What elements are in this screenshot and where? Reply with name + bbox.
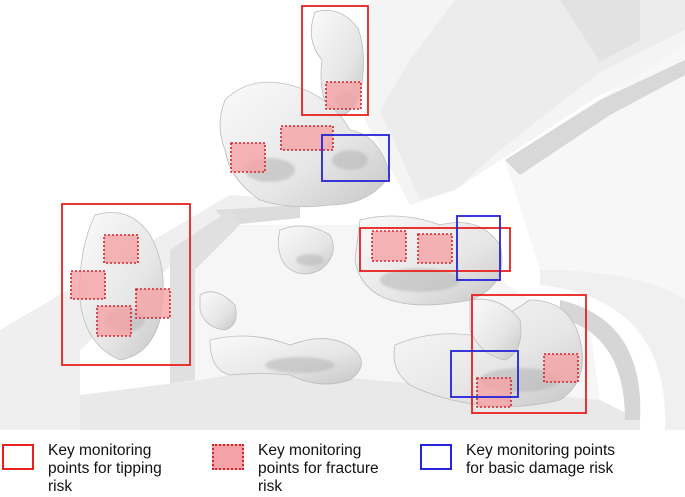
fracture-swatch [212, 444, 244, 470]
fracture-marker [371, 230, 407, 262]
damage-box [456, 215, 501, 281]
fracture-marker [543, 353, 579, 383]
rockery-scene [0, 0, 685, 430]
fracture-marker [70, 270, 106, 300]
tipping-risk-boxes [61, 5, 587, 414]
damage-box [321, 134, 390, 182]
legend-item-fracture: Key monitoring points for fracture risk [212, 442, 379, 496]
legend-item-tipping: Key monitoring points for tipping risk [2, 442, 162, 496]
fracture-marker [135, 288, 171, 319]
damage-box [450, 350, 519, 398]
damage-swatch [420, 444, 452, 470]
legend-label-tipping: Key monitoring points for tipping risk [48, 442, 162, 495]
tipping-box [471, 294, 587, 414]
fracture-marker [417, 233, 453, 264]
fracture-marker [96, 305, 132, 337]
legend: Key monitoring points for tipping risk K… [0, 432, 685, 497]
fracture-marker [103, 234, 139, 264]
tipping-box [359, 227, 511, 272]
tipping-swatch [2, 444, 34, 470]
fracture-marker [280, 125, 334, 151]
legend-item-damage: Key monitoring points for basic damage r… [420, 442, 615, 478]
fracture-marker [230, 142, 266, 173]
legend-label-damage: Key monitoring points for basic damage r… [466, 442, 616, 477]
tipping-box [301, 5, 369, 116]
damage-risk-boxes [321, 134, 519, 398]
tipping-box [61, 203, 191, 366]
fracture-marker [325, 81, 362, 110]
fracture-risk-markers [70, 81, 579, 408]
fracture-marker [476, 377, 512, 408]
legend-label-fracture: Key monitoring points for fracture risk [258, 442, 379, 495]
